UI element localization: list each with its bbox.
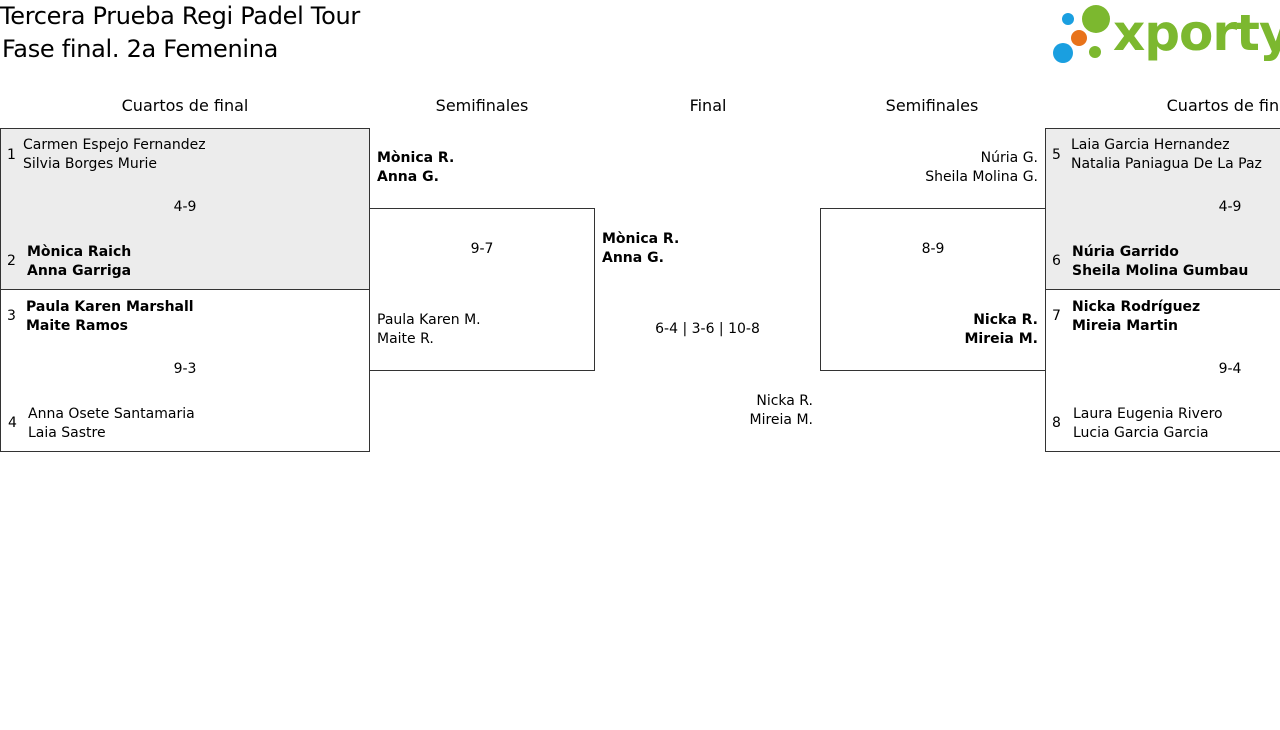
winner-player-name: Núria Garrido: [1072, 244, 1179, 260]
seed-number: 6: [1052, 253, 1061, 269]
match-score: 9-4: [1218, 361, 1242, 377]
column-header-final: Final: [689, 96, 727, 115]
player-name: Laia Sastre: [28, 425, 106, 441]
column-header-sf-left: Semifinales: [435, 96, 529, 115]
winner-player-name: Anna Garriga: [27, 263, 132, 279]
column-header-qf-left: Cuartos de final: [121, 96, 249, 115]
match-score: 9-3: [173, 361, 197, 377]
seed-number: 8: [1052, 415, 1061, 431]
winner-player-name: Mireia M.: [964, 331, 1039, 347]
player-name: Núria G.: [980, 150, 1038, 166]
quarterfinal-match-4[interactable]: 7 Nicka Rodríguez Mireia Martin 9-4 8 La…: [1045, 289, 1280, 452]
player-name: Laura Eugenia Rivero: [1073, 406, 1223, 422]
quarterfinal-match-3[interactable]: 5 Laia Garcia Hernandez Natalia Paniagua…: [1045, 128, 1280, 290]
winner-player-name: Nicka R.: [973, 312, 1038, 328]
page-subtitle: Fase final. 2a Femenina: [2, 35, 279, 63]
column-header-sf-right: Semifinales: [885, 96, 979, 115]
champion-player-name: Mònica R.: [602, 231, 680, 247]
player-name: Nicka R.: [756, 393, 813, 409]
final-score: 6-4 | 3-6 | 10-8: [655, 321, 760, 337]
page-title: Tercera Prueba Regi Padel Tour: [0, 2, 360, 30]
player-name: Laia Garcia Hernandez: [1071, 137, 1230, 153]
semifinal-match-right[interactable]: 8-9 Nicka R. Mireia M.: [820, 208, 1046, 371]
match-score: 9-7: [470, 241, 494, 257]
player-name: Lucia Garcia Garcia: [1073, 425, 1209, 441]
player-name: Silvia Borges Murie: [23, 156, 158, 172]
match-score: 8-9: [921, 241, 945, 257]
seed-number: 3: [7, 308, 16, 324]
seed-number: 4: [8, 415, 17, 431]
seed-number: 5: [1052, 147, 1061, 163]
seed-number: 2: [7, 253, 16, 269]
player-name: Natalia Paniagua De La Paz: [1071, 156, 1262, 172]
player-name: Mireia M.: [749, 412, 813, 428]
player-name: Paula Karen M.: [377, 312, 481, 328]
quarterfinal-match-1[interactable]: 1 Carmen Espejo Fernandez Silvia Borges …: [0, 128, 370, 290]
winner-player-name: Sheila Molina Gumbau: [1072, 263, 1249, 279]
match-score: 4-9: [1218, 199, 1242, 215]
player-name: Anna Osete Santamaria: [28, 406, 195, 422]
semifinal-match-left[interactable]: 9-7 Paula Karen M. Maite R.: [369, 208, 595, 371]
winner-player-name: Nicka Rodríguez: [1072, 299, 1201, 315]
quarterfinal-match-2[interactable]: 3 Paula Karen Marshall Maite Ramos 9-3 4…: [0, 289, 370, 452]
player-name: Carmen Espejo Fernandez: [23, 137, 206, 153]
winner-player-name: Maite Ramos: [26, 318, 129, 334]
logo-wordmark: xporty: [1113, 4, 1280, 62]
seed-number: 1: [7, 147, 16, 163]
winner-player-name: Mireia Martin: [1072, 318, 1178, 334]
champion-player-name: Anna G.: [602, 250, 664, 266]
winner-player-name: Anna G.: [377, 169, 439, 185]
match-score: 4-9: [173, 199, 197, 215]
winner-player-name: Paula Karen Marshall: [26, 299, 194, 315]
seed-number: 7: [1052, 308, 1061, 324]
column-header-qf-right: Cuartos de final: [1166, 96, 1280, 115]
player-name: Sheila Molina G.: [925, 169, 1038, 185]
player-name: Maite R.: [377, 331, 434, 347]
xporty-logo: xporty: [1050, 4, 1280, 66]
winner-player-name: Mònica Raich: [27, 244, 132, 260]
logo-dots-icon: [1053, 5, 1110, 63]
winner-player-name: Mònica R.: [377, 150, 455, 166]
